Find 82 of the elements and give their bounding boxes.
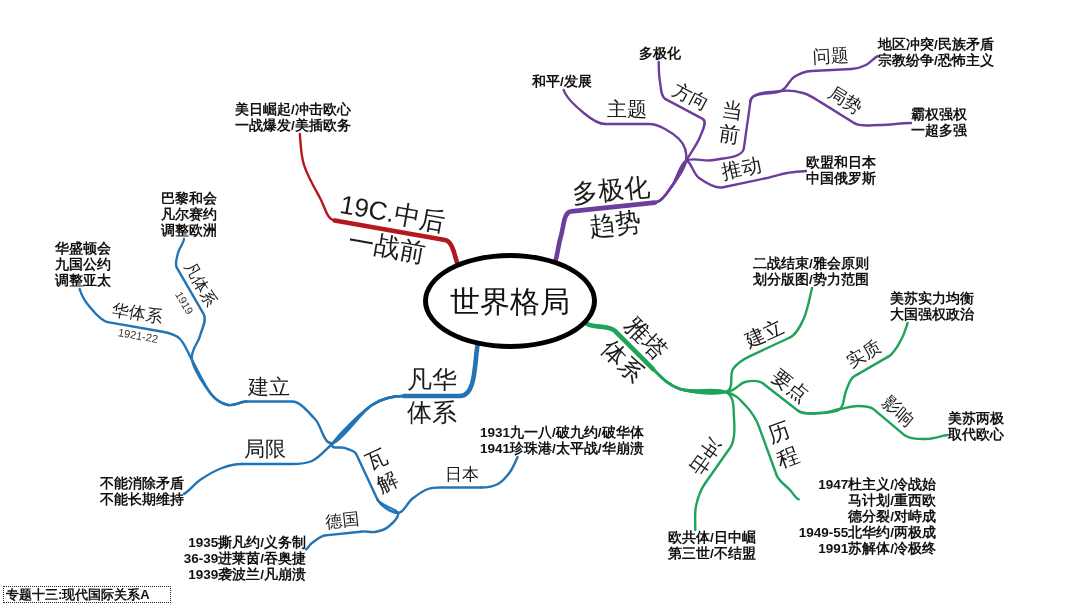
leaf-text: 美日崛起/冲击欧心 [235,102,351,118]
leaf-text: 华盛顿会 [55,241,111,257]
leaf-text: 一超多强 [911,123,967,139]
branch-label: 多极化趋势 [567,168,659,246]
branch-curve [852,121,913,127]
branch-label: 凡华体系 [404,363,460,429]
leaf-text: 大国强权政治 [890,307,974,323]
branch-curve [298,132,336,222]
leaf-text: 取代欧心 [948,427,1004,443]
leaf-text: 调整亚太 [55,273,111,289]
branch-curve [304,534,327,551]
branch-curve [749,89,856,125]
branch-curve [376,486,483,515]
branch-curve [78,287,109,324]
branch-label: 影响 [873,390,920,436]
branch-label: 方向 [665,77,715,119]
branch-curve [653,159,768,204]
branch-label: 日本 [443,464,481,488]
leaf-text: 一战爆发/美插欧务 [235,118,351,134]
branch-curve [174,237,186,269]
leaf-text: 不能长期维持 [100,492,184,508]
branch-curve [657,60,667,101]
leaf-text: 凡尔赛约 [161,207,217,223]
leaf-text: 划分版图/势力范围 [753,272,869,288]
leaf-text: 不能消除矛盾 [100,476,184,492]
branch-label: 主题 [605,98,649,124]
date-label: 1921-22 [116,326,159,347]
leaf-text: 和平/发展 [532,74,592,90]
leaf-text: 1939袭波兰/凡崩溃 [188,567,306,583]
leaf-text: 1931九一八/破九约/破华体 [480,425,644,441]
leaf-text: 九国公约 [55,257,111,273]
leaf-text: 地区冲突/民族矛盾 [878,37,994,53]
leaf-text: 中国俄罗斯 [806,171,876,187]
central-ellipse: 世界格局 [423,253,597,349]
branch-label: 问题 [810,44,852,72]
branch-curve [175,266,248,407]
leaf-text: 宗教纷争/恐怖主义 [878,53,994,69]
branch-label: 局势 [820,81,867,124]
branch-label: 历程 [758,417,804,476]
branch-curve [330,394,406,501]
branch-label: 瓦解 [356,442,402,500]
branch-label: 当前 [717,97,751,149]
branch-curve [324,498,400,537]
leaf-text: 巴黎和会 [161,191,217,207]
branch-label: 建立 [739,313,790,357]
branch-label: 德国 [322,508,364,536]
branch-curve [796,404,906,437]
branch-label: 局限 [242,437,288,464]
branch-curve [903,433,950,441]
leaf-text: 欧共体/日中崛 [668,530,756,546]
leaf-text: 第三世/不结盟 [668,546,756,562]
branch-curve [765,169,808,180]
leaf-text: 1947杜主义/冷战始 [818,477,936,493]
branch-curve [693,482,707,532]
branch-label: 推动 [717,152,767,188]
leaf-text: 1941珍珠港/太平战/华崩溃 [480,441,644,457]
leaf-text: 马计划/重西欧 [848,493,936,509]
branch-curve [562,88,607,126]
branch-curve [651,367,736,485]
leaf-text: 美苏实力均衡 [890,291,974,307]
branch-label: 要点 [763,363,815,411]
leaf-text: 欧盟和日本 [806,155,876,171]
leaf-text: 调整欧洲 [161,223,217,239]
branch-curve [775,474,800,501]
subject-tag: 专题十三:现代国际关系A [3,586,171,603]
branch-curve [887,321,909,358]
leaf-text: 1991苏解体/冷极终 [818,541,936,557]
branch-curve [479,455,519,489]
branch-curve [850,55,880,71]
branch-label: 实质 [842,335,889,377]
leaf-text: 霸权强权 [911,107,967,123]
leaf-text: 1949-55北华约/两极成 [798,525,936,541]
leaf-text: 德分裂/对峙成 [848,509,936,525]
leaf-text: 1935撕凡约/义务制 [188,535,306,551]
leaf-text: 36-39进莱茵/吞奥捷 [183,551,306,567]
branch-curve [788,286,814,339]
branch-curve [182,462,244,496]
leaf-text: 二战结束/雅会原则 [753,256,869,272]
leaf-text: 美苏两极 [948,411,1004,427]
branch-label: 建立 [246,374,292,402]
leaf-text: 多极化 [639,46,681,62]
branch-label: 冲击 [683,432,731,484]
